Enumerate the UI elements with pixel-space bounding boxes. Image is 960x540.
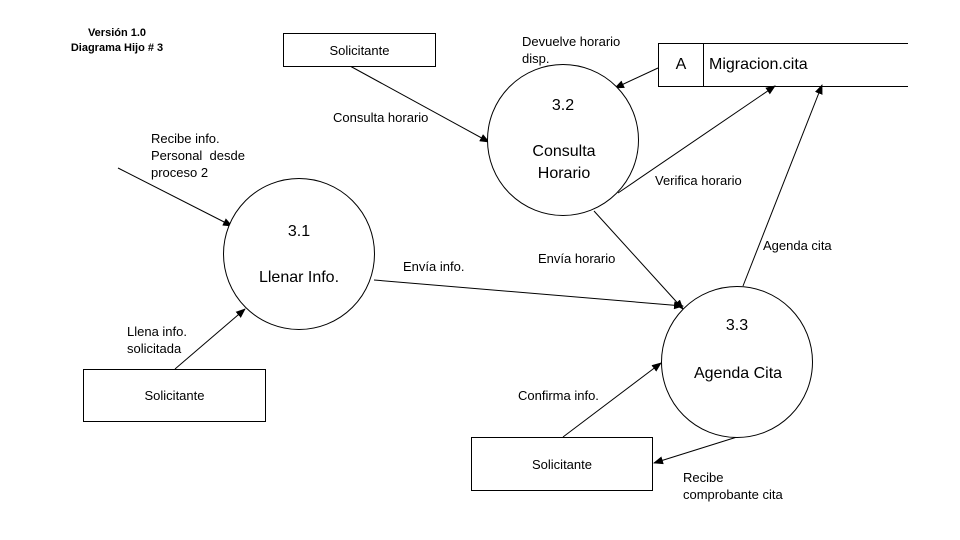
arrow-recibe-comprobante: [653, 436, 738, 465]
flow-label-confirma-info: Confirma info.: [518, 388, 599, 403]
flow-label-recibe-info: Recibe info. Personal desde proceso 2: [151, 131, 245, 180]
datastore-name: Migracion.cita: [709, 56, 808, 73]
diagram-header: Versión 1.0 Diagrama Hijo # 3: [55, 26, 179, 56]
entity-label: Solicitante: [144, 388, 205, 403]
flow-label-devuelve-horario: Devuelve horario disp.: [522, 34, 621, 66]
flow-label-recibe-comprobante: Recibe comprobante cita: [683, 470, 783, 502]
arrow-recibe-info: [117, 167, 233, 227]
process-number: 3.3: [725, 317, 749, 334]
external-entity-solicitante-bottom: Solicitante: [471, 437, 653, 491]
flow-label-agenda-cita: Agenda cita: [763, 238, 832, 253]
external-entity-solicitante-top: Solicitante: [283, 33, 436, 67]
flow-label-consulta-horario: Consulta horario: [333, 110, 429, 125]
diagram-subtitle: Diagrama Hijo # 3: [70, 42, 164, 54]
flow-label-envia-horario: Envía horario: [538, 251, 616, 266]
flow-label-llena-info: Llena info. solicitada: [127, 324, 187, 356]
entity-label: Solicitante: [532, 456, 592, 472]
process-name: Llenar Info.: [258, 269, 340, 286]
arrow-confirma-info: [562, 362, 662, 438]
flow-label-envia-info: Envía info.: [403, 259, 465, 274]
datastore-migracion-cita: A Migracion.cita: [658, 43, 908, 87]
process-3-1: 3.1 Llenar Info.: [223, 178, 375, 330]
arrow-verifica-horario: [617, 85, 776, 194]
process-name: Consulta Horario: [532, 143, 596, 182]
version-text: Versión 1.0: [87, 27, 147, 39]
arrow-envia-info: [373, 279, 684, 310]
process-name: Agenda Cita: [693, 365, 783, 382]
arrow-llena-info: [174, 308, 246, 370]
arrow-devuelve-horario: [614, 67, 659, 89]
flow-label-verifica-horario: Verifica horario: [655, 173, 742, 188]
arrow-agenda-cita: [742, 84, 823, 287]
external-entity-solicitante-left: Solicitante: [83, 369, 266, 422]
process-number: 3.1: [287, 223, 311, 240]
arrow-envia-horario: [593, 210, 684, 310]
process-number: 3.2: [551, 97, 575, 114]
process-3-2: 3.2 Consulta Horario: [487, 64, 639, 216]
entity-label: Solicitante: [329, 42, 390, 58]
datastore-id: A: [659, 44, 704, 86]
arrow-consulta-horario: [349, 65, 490, 143]
process-3-3: 3.3 Agenda Cita: [661, 286, 813, 438]
